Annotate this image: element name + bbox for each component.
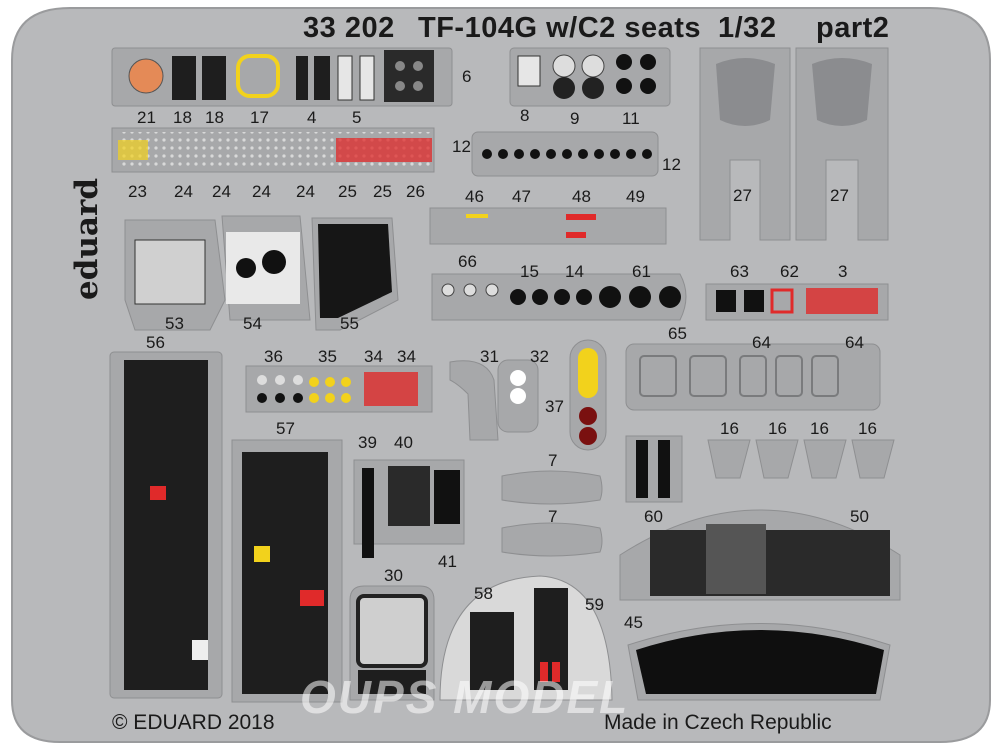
- seat-harness-27-right: [795, 47, 889, 241]
- parts-31-32: [449, 359, 539, 441]
- label-8: 8: [520, 106, 530, 125]
- label-65: 65: [668, 324, 687, 343]
- sheet-model: TF-104G w/C2 seats: [418, 12, 701, 44]
- parts-12-strip: [471, 131, 659, 177]
- label-12a: 12: [452, 137, 471, 156]
- label-17: 17: [250, 108, 269, 127]
- parts-66-61: [431, 273, 687, 321]
- label-27b: 27: [830, 186, 849, 205]
- label-30: 30: [384, 566, 403, 585]
- label-57: 57: [276, 419, 295, 438]
- label-24c: 24: [252, 182, 271, 201]
- parts-top-row: [111, 47, 453, 107]
- label-48: 48: [572, 187, 591, 206]
- label-23: 23: [128, 182, 147, 201]
- panel-58-59: [439, 575, 613, 701]
- label-27a: 27: [733, 186, 752, 205]
- parts-black-strips: [625, 435, 683, 503]
- label-56: 56: [146, 333, 165, 352]
- panel-45: [627, 623, 891, 701]
- part-37: [569, 339, 607, 451]
- label-9: 9: [570, 109, 580, 128]
- label-64b: 64: [845, 333, 864, 352]
- label-16c: 16: [810, 419, 829, 438]
- label-3: 3: [838, 262, 848, 281]
- label-26: 26: [406, 182, 425, 201]
- label-55: 55: [340, 314, 359, 333]
- label-7a: 7: [548, 451, 558, 470]
- label-59: 59: [585, 595, 604, 614]
- label-18a: 18: [173, 108, 192, 127]
- label-62: 62: [780, 262, 799, 281]
- part-21-disc: [128, 58, 164, 94]
- label-50: 50: [850, 507, 869, 526]
- parts-8-9-11: [509, 47, 671, 107]
- parts-16: [707, 439, 895, 479]
- label-18b: 18: [205, 108, 224, 127]
- label-15: 15: [520, 262, 539, 281]
- watermark: OUPS MODEL: [300, 671, 630, 723]
- label-21: 21: [137, 108, 156, 127]
- label-45: 45: [624, 613, 643, 632]
- label-24d: 24: [296, 182, 315, 201]
- origin: Made in Czech Republic: [604, 711, 832, 734]
- label-41: 41: [438, 552, 457, 571]
- label-14: 14: [565, 262, 584, 281]
- panel-60-50: [619, 509, 901, 601]
- brand-logo-text: eduard: [69, 177, 105, 300]
- label-49: 49: [626, 187, 645, 206]
- label-31: 31: [480, 347, 499, 366]
- label-24a: 24: [174, 182, 193, 201]
- part-30: [349, 585, 435, 701]
- parts-63-62-3: [705, 283, 889, 321]
- sheet-scale: 1/32: [718, 12, 777, 44]
- parts-strip-23-26: [111, 127, 435, 173]
- label-35: 35: [318, 347, 337, 366]
- label-53: 53: [165, 314, 184, 333]
- sheet-code: 33 202: [303, 12, 395, 44]
- label-16b: 16: [768, 419, 787, 438]
- label-60: 60: [644, 507, 663, 526]
- label-37: 37: [545, 397, 564, 416]
- parts-65-64: [625, 343, 881, 411]
- label-25a: 25: [338, 182, 357, 201]
- label-47: 47: [512, 187, 531, 206]
- label-54: 54: [243, 314, 262, 333]
- label-7b: 7: [548, 507, 558, 526]
- parts-36-34: [245, 365, 433, 413]
- label-34b: 34: [397, 347, 416, 366]
- label-16d: 16: [858, 419, 877, 438]
- panels-53-55: [124, 215, 399, 331]
- label-34a: 34: [364, 347, 383, 366]
- label-64a: 64: [752, 333, 771, 352]
- panel-57: [231, 439, 343, 703]
- parts-39-41: [353, 459, 465, 558]
- label-39: 39: [358, 433, 377, 452]
- label-25b: 25: [373, 182, 392, 201]
- label-46: 46: [465, 187, 484, 206]
- label-5: 5: [352, 108, 362, 127]
- label-36: 36: [264, 347, 283, 366]
- label-40: 40: [394, 433, 413, 452]
- label-24b: 24: [212, 182, 231, 201]
- label-63: 63: [730, 262, 749, 281]
- label-66: 66: [458, 252, 477, 271]
- parts-46-49: [429, 207, 667, 245]
- label-6: 6: [462, 67, 472, 86]
- parts-7: [501, 470, 603, 557]
- label-12b: 12: [662, 155, 681, 174]
- label-61: 61: [632, 262, 651, 281]
- seat-harness-27-left: [699, 47, 791, 241]
- label-16a: 16: [720, 419, 739, 438]
- sheet-part: part2: [816, 12, 890, 44]
- panel-56: [109, 351, 223, 699]
- label-4: 4: [307, 108, 317, 127]
- label-11: 11: [622, 109, 640, 128]
- label-32: 32: [530, 347, 549, 366]
- copyright: © EDUARD 2018: [112, 711, 275, 734]
- label-58: 58: [474, 584, 493, 603]
